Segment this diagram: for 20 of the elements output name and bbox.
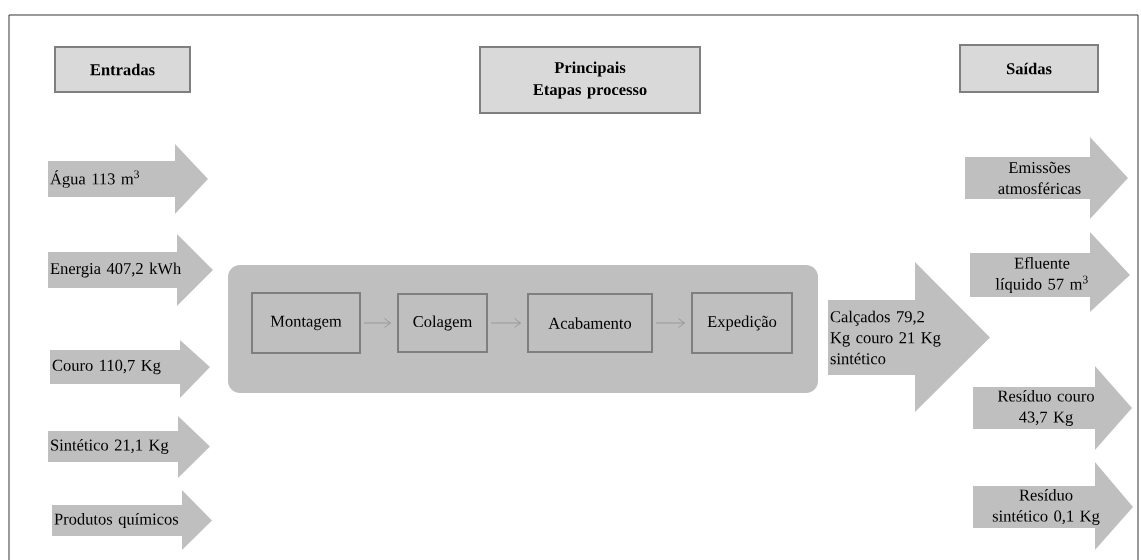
quantity-banner: Água 113 m$^{3}$: [48, 144, 208, 214]
process-box: Montagem: [251, 292, 361, 354]
quantity-banner: Efluente líquido 57 m$^{3}$: [970, 232, 1130, 312]
quantity-banner: Calçados 79,2 Kg couro 21 Kg sintético: [828, 262, 990, 412]
quantity-banner: Resíduo sintético 0,1 Kg: [973, 462, 1133, 550]
process-box: Acabamento: [527, 293, 653, 353]
arrow: [655, 318, 685, 328]
quantity-banner: Resíduo couro 43,7 Kg: [973, 366, 1132, 450]
process-box: Colagem: [397, 293, 488, 353]
header-box: Saídas: [959, 44, 1099, 93]
process-box: Expedição: [691, 292, 793, 354]
header-box: Entradas: [54, 46, 191, 93]
arrow: [363, 318, 391, 328]
quantity-banner: Produtos químicos: [52, 490, 212, 550]
quantity-banner: Sintético 21,1 Kg: [48, 416, 210, 478]
header-box: Principais Etapas processo: [479, 46, 701, 114]
quantity-banner: Energia 407,2 kWh: [48, 234, 213, 306]
quantity-banner: Emissões atmosféricas: [965, 137, 1128, 219]
arrow: [490, 318, 521, 328]
quantity-banner: Couro 110,7 Kg: [50, 340, 210, 398]
